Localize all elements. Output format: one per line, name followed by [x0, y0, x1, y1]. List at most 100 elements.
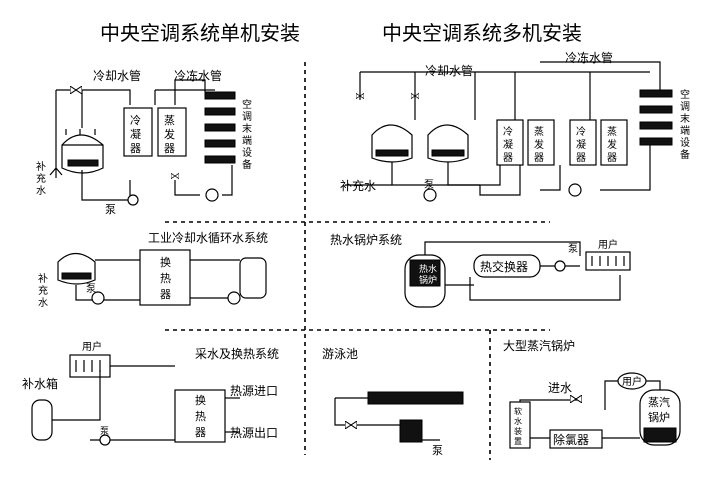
- svg-text:器: 器: [130, 142, 141, 155]
- condenser-unit-1: [496, 119, 524, 166]
- title-single: 中央空调系统单机安装: [100, 21, 300, 45]
- svg-text:水: 水: [36, 185, 46, 197]
- svg-text:凝: 凝: [576, 139, 586, 151]
- cooling-tower-industrial: [57, 252, 96, 285]
- terminal-coils-multi: [639, 89, 673, 146]
- evaporator-unit: [157, 107, 187, 157]
- svg-text:器: 器: [160, 288, 171, 301]
- steam-system: 大型蒸汽锅炉 进水 软 水 装 置 除氯器 蒸汽 锅炉 用户: [503, 338, 681, 449]
- hotwater-pump: 泵: [568, 243, 578, 255]
- svg-text:发: 发: [607, 138, 617, 151]
- multi-pump-label: 泵: [424, 179, 434, 191]
- svg-text:端: 端: [242, 134, 252, 147]
- svg-text:换: 换: [160, 255, 171, 269]
- svg-text:末: 末: [242, 122, 252, 135]
- pump-icon-multi: [423, 188, 437, 202]
- evaporator-label: 蒸: [164, 114, 175, 127]
- svg-text:器: 器: [576, 152, 586, 164]
- svg-text:水: 水: [514, 416, 522, 426]
- svg-text:热: 热: [195, 410, 206, 423]
- steam-user-label: 用户: [622, 375, 642, 388]
- hotwater-exchanger-label: 热交换器: [480, 259, 528, 274]
- cooling-pipe-label: 冷却水管: [93, 68, 141, 83]
- pool-basin: [367, 391, 464, 405]
- svg-text:发: 发: [164, 127, 175, 141]
- svg-text:器: 器: [503, 152, 513, 164]
- steam-title: 大型蒸汽锅炉: [503, 338, 575, 353]
- steam-water-in: 进水: [548, 381, 572, 395]
- hotwater-title: 热水锅炉系统: [330, 232, 402, 247]
- collect-exchanger: [174, 389, 226, 443]
- pool-system: 游泳池 泵: [322, 347, 464, 457]
- collect-pump: 泵: [100, 426, 109, 437]
- svg-text:备: 备: [242, 158, 252, 171]
- svg-text:器: 器: [607, 152, 617, 164]
- heat-exchanger-industrial: [139, 249, 191, 306]
- svg-text:蒸: 蒸: [607, 126, 617, 138]
- single-system: 冷 凝 器 蒸 发 器 冷却水管 冷冻水管 泵 补 充 水 空 调 末 端 设 …: [36, 68, 252, 216]
- terminal-coils: [204, 91, 236, 164]
- collect-title: 采水及换热系统: [195, 347, 279, 361]
- collect-heat-in: 热源进口: [230, 384, 278, 398]
- svg-text:充: 充: [36, 172, 46, 185]
- collect-tank-label: 补水箱: [22, 376, 58, 391]
- svg-text:冷: 冷: [503, 125, 513, 138]
- terminal-label: 空: [242, 98, 252, 111]
- svg-text:置: 置: [514, 437, 522, 446]
- svg-text:器: 器: [164, 142, 175, 155]
- svg-text:调: 调: [242, 111, 252, 123]
- svg-text:凝: 凝: [503, 139, 513, 151]
- industrial-title: 工业冷却水循环水系统: [148, 231, 268, 245]
- makeup-label: 补: [36, 160, 46, 173]
- industrial-pump: 泵: [86, 283, 96, 295]
- multi-makeup-label: 补充水: [340, 178, 376, 193]
- steam-deaerator-label: 除氯器: [553, 432, 589, 447]
- cooling-tower-2: [427, 124, 469, 163]
- svg-text:蒸: 蒸: [534, 126, 544, 138]
- pool-pump: 泵: [432, 444, 443, 457]
- multi-cooling-pipe: 冷却水管: [425, 63, 473, 78]
- collect-user-label: 用户: [82, 340, 102, 353]
- svg-text:补: 补: [38, 272, 48, 285]
- cooling-tower-1: [371, 124, 413, 163]
- svg-text:换: 换: [195, 393, 206, 407]
- title-multi: 中央空调系统多机安装: [382, 21, 582, 45]
- dividers: [165, 62, 550, 460]
- svg-text:热水: 热水: [419, 263, 437, 275]
- svg-text:器: 器: [195, 426, 206, 439]
- evaporator-unit-2: [600, 119, 628, 166]
- svg-text:备: 备: [680, 148, 690, 161]
- svg-text:调: 调: [680, 101, 690, 113]
- svg-text:末: 末: [680, 112, 690, 125]
- hotwater-system: 热水锅炉系统 热水 锅炉 热交换器 泵 用户: [330, 232, 631, 308]
- svg-text:设: 设: [242, 147, 252, 159]
- condenser-label: 冷: [130, 114, 141, 127]
- svg-text:软: 软: [514, 406, 522, 416]
- svg-text:凝: 凝: [130, 127, 141, 141]
- collect-system: 采水及换热系统 用户 补水箱 换 热 器 泵 热源进口 热源出口: [22, 340, 279, 446]
- chilled-pipe-label: 冷冻水管: [174, 68, 222, 83]
- svg-text:热: 热: [160, 272, 171, 285]
- cooling-tower: [61, 129, 104, 174]
- svg-text:端: 端: [680, 124, 690, 137]
- svg-text:设: 设: [680, 137, 690, 149]
- pump-icon: [205, 188, 219, 202]
- evaporator-unit-1: [527, 119, 555, 166]
- svg-text:器: 器: [534, 152, 544, 164]
- multi-chilled-pipe: 冷冻水管: [565, 50, 613, 65]
- hotwater-user-label: 用户: [598, 238, 618, 251]
- pump-label: 泵: [105, 203, 116, 216]
- svg-text:发: 发: [534, 138, 544, 151]
- condenser-unit: [123, 107, 153, 157]
- svg-text:锅炉: 锅炉: [648, 411, 670, 424]
- svg-text:水: 水: [38, 297, 48, 309]
- svg-text:空: 空: [680, 88, 690, 101]
- steam-deaerator: [549, 429, 603, 449]
- multi-system: 冷 凝 器 蒸 发 器 冷 凝 器 蒸 发 器 冷却水管 冷冻水管 补充水 泵 …: [340, 50, 690, 202]
- pool-title: 游泳池: [322, 347, 358, 361]
- collect-heat-out: 热源出口: [230, 426, 278, 440]
- svg-text:冷: 冷: [576, 125, 586, 138]
- svg-text:装: 装: [514, 426, 522, 436]
- svg-text:锅炉: 锅炉: [419, 274, 437, 286]
